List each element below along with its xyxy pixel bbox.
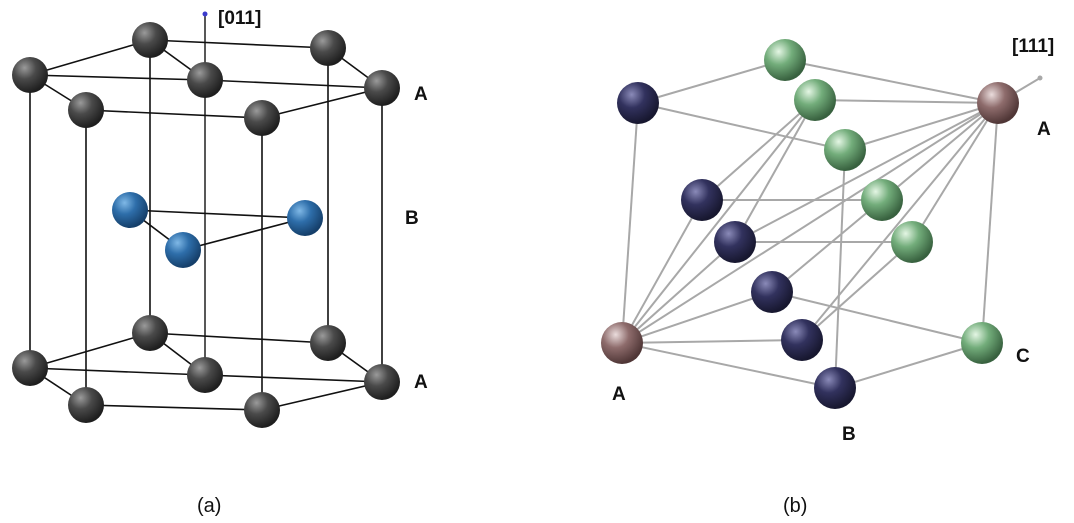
fcc-atoms xyxy=(601,39,1019,409)
atom-b xyxy=(681,179,723,221)
panel-caption: (a) xyxy=(197,495,221,517)
axis-tip-marker xyxy=(202,11,208,17)
atom-b xyxy=(287,200,323,236)
atom-b xyxy=(165,232,201,268)
atom-a xyxy=(364,70,400,106)
atom-a xyxy=(12,350,48,386)
atom-c xyxy=(824,129,866,171)
atom-a xyxy=(601,322,643,364)
atom-c xyxy=(794,79,836,121)
panel-caption: (b) xyxy=(783,495,807,517)
atom-a xyxy=(187,62,223,98)
atom-c xyxy=(891,221,933,263)
atom-a xyxy=(977,82,1019,124)
atom-a xyxy=(364,364,400,400)
atom-label-c: C xyxy=(1016,346,1030,367)
panel-b-fcc: [111] A A B C (b) xyxy=(601,36,1054,517)
hcp-atoms-top-layer xyxy=(12,22,400,136)
atom-b xyxy=(714,221,756,263)
atom-a xyxy=(132,22,168,58)
atom-c xyxy=(764,39,806,81)
direction-tip-marker xyxy=(1037,75,1043,81)
fcc-edges xyxy=(621,59,1041,389)
atom-a xyxy=(68,387,104,423)
layer-label-top: A xyxy=(414,84,428,105)
atom-a xyxy=(12,57,48,93)
atom-a xyxy=(187,357,223,393)
atom-b xyxy=(814,367,856,409)
atom-label-a-top: A xyxy=(1037,119,1051,140)
atom-b xyxy=(112,192,148,228)
layer-label-bottom: A xyxy=(414,372,428,393)
hcp-atoms-bottom-layer xyxy=(12,315,400,428)
atom-a xyxy=(68,92,104,128)
atom-a xyxy=(132,315,168,351)
direction-label: [011] xyxy=(218,8,261,29)
hcp-atoms-middle-layer xyxy=(112,192,323,268)
atom-a xyxy=(244,100,280,136)
panel-a-hcp: [011] A B A (a) xyxy=(12,8,428,517)
atom-c xyxy=(861,179,903,221)
atom-b xyxy=(617,82,659,124)
atom-a xyxy=(310,30,346,66)
layer-label-middle: B xyxy=(405,208,419,229)
atom-label-a-bottom: A xyxy=(612,384,626,405)
atom-label-b: B xyxy=(842,424,856,445)
atom-b xyxy=(751,271,793,313)
atom-b xyxy=(781,319,823,361)
direction-label: [111] xyxy=(1012,36,1054,57)
atom-a xyxy=(310,325,346,361)
atom-a xyxy=(244,392,280,428)
atom-c xyxy=(961,322,1003,364)
